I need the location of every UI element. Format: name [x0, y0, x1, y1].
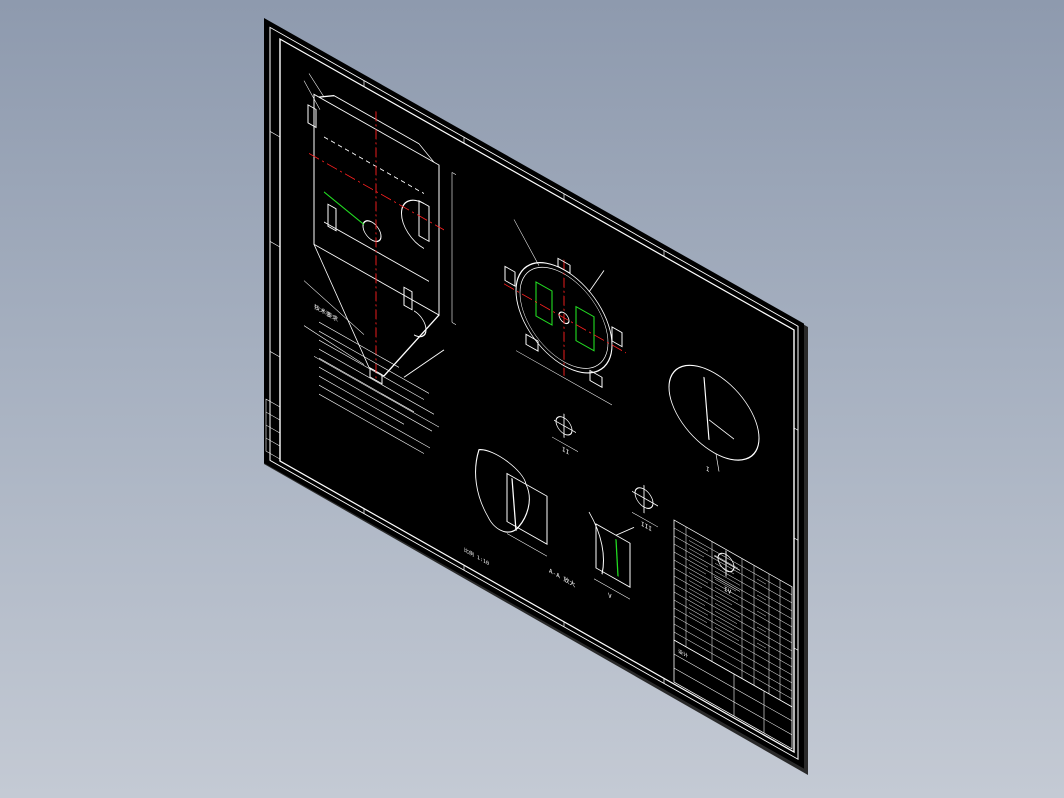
revision-strip — [265, 398, 281, 460]
detail-V-dim — [594, 578, 630, 600]
section-view-AA[interactable] — [475, 443, 548, 557]
tank-top-cone — [318, 95, 435, 163]
leader-1 — [308, 73, 325, 98]
nozzle-left-upper — [307, 104, 317, 129]
plan-leader-1 — [513, 219, 540, 266]
support-lug-4 — [589, 369, 603, 389]
support-lug-3 — [525, 333, 539, 352]
inner-frame — [279, 37, 795, 754]
horizontal-centerline — [309, 153, 444, 231]
outer-frame — [269, 26, 799, 761]
highlight-pipe — [323, 191, 365, 226]
title-block-footer: 设计 — [678, 647, 689, 660]
detail-V-green — [615, 538, 619, 577]
detail-view-IV[interactable] — [714, 544, 740, 592]
detail-III-dim — [632, 511, 658, 528]
detail-II-dim — [552, 436, 578, 453]
detail-boundary — [668, 364, 760, 461]
detail-IV-dim — [714, 576, 740, 592]
section-break-boundary — [475, 449, 530, 533]
detail-view-I[interactable] — [668, 347, 760, 494]
dim-width — [314, 355, 439, 428]
plan-view[interactable] — [504, 214, 626, 413]
plan-green-frame-left — [535, 281, 553, 326]
nozzle-arc — [413, 310, 427, 338]
section-weld — [511, 478, 517, 531]
sheet-background — [264, 18, 804, 769]
section-dim — [507, 533, 547, 557]
detail-leader — [715, 453, 720, 472]
detail-view-II[interactable] — [552, 407, 578, 453]
plan-dim-width — [516, 350, 612, 406]
detail-label-V: V — [608, 591, 612, 601]
frame-zone-ticks — [270, 80, 798, 684]
leader-3 — [303, 280, 365, 335]
title-block-frame — [673, 639, 793, 750]
plan-leader-2 — [588, 270, 605, 293]
parts-list-text — [689, 540, 766, 649]
detail-V-leader — [615, 527, 635, 536]
detail-V-shell-curve — [588, 511, 604, 575]
plan-centerline-h — [504, 283, 626, 354]
support-lug-1 — [504, 265, 516, 287]
manway-arc — [401, 199, 425, 250]
internal-pipe — [324, 221, 429, 282]
detail-view-V[interactable] — [588, 502, 635, 601]
nozzle-right — [403, 286, 413, 311]
detail-label-II: II — [562, 445, 569, 457]
detail-weld-line — [703, 376, 710, 441]
detail-label-III: III — [641, 520, 652, 534]
detail-plate — [708, 419, 735, 440]
leader-4 — [303, 325, 365, 365]
main-elevation-view[interactable] — [303, 71, 456, 437]
title-block[interactable]: 设计 — [673, 519, 793, 750]
tank-shell — [313, 93, 440, 316]
section-plate — [506, 472, 548, 545]
support-lug-2 — [611, 326, 623, 348]
drawing-sheet[interactable]: 技术要求 A-A 放大 I II III IV V 比例 1:10 — [264, 18, 804, 769]
sight-glass — [362, 220, 382, 243]
parts-list-rows — [674, 527, 792, 700]
support-lug-5 — [557, 257, 571, 274]
detail-label-I: I — [706, 465, 710, 475]
leader-2 — [303, 80, 321, 110]
parts-list-columns — [685, 526, 781, 701]
detail-V-plate — [595, 523, 631, 588]
internal-baffle — [324, 136, 424, 195]
plan-green-frame-right — [575, 305, 595, 352]
leader-5 — [403, 349, 445, 378]
nozzle-left-lower — [327, 203, 337, 232]
detail-view-III[interactable] — [632, 478, 658, 528]
